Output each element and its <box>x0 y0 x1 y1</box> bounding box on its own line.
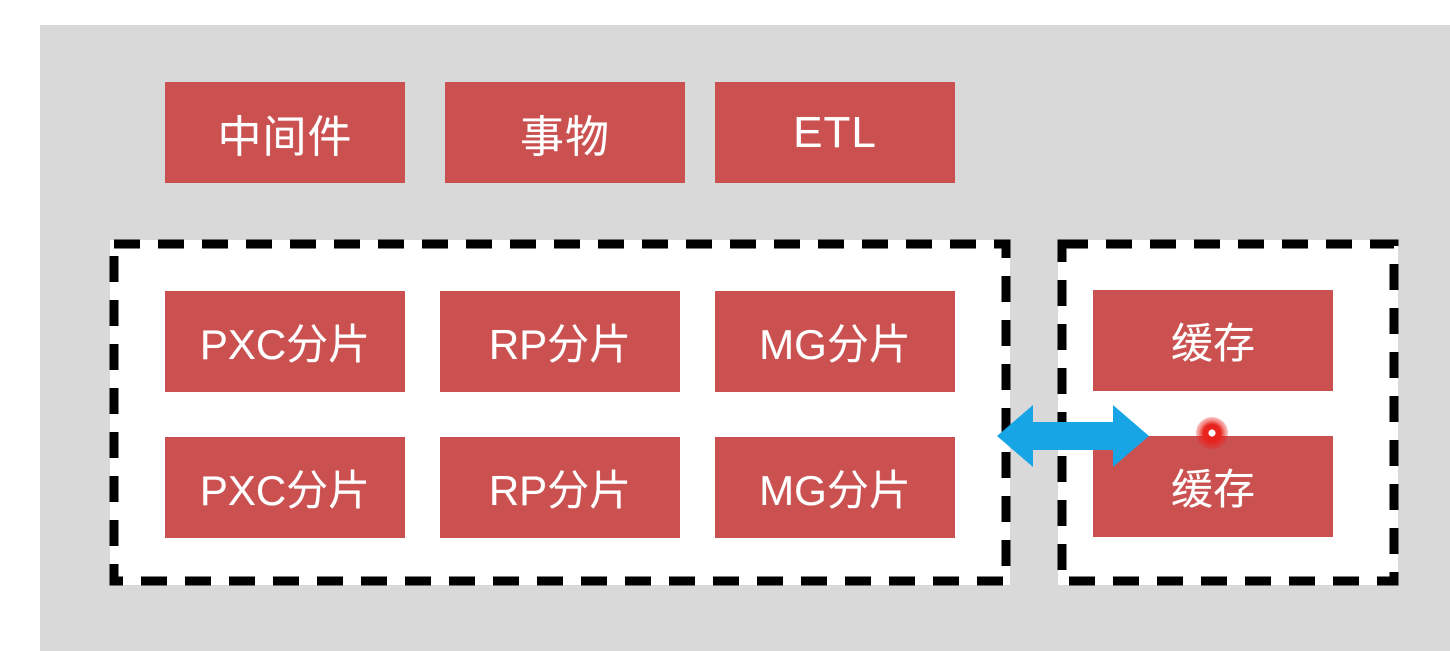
shard-label: PXC分片 <box>199 321 371 368</box>
cache-box-1[interactable]: 缓存 <box>1093 290 1333 391</box>
box-etl[interactable]: ETL <box>715 82 955 183</box>
cache-group-container[interactable]: 缓存 缓存 <box>1057 239 1399 586</box>
shard-box-mg-1[interactable]: MG分片 <box>715 291 955 392</box>
box-transaction-label: 事物 <box>520 112 610 162</box>
shard-box-mg-2[interactable]: MG分片 <box>715 437 955 538</box>
shard-label: PXC分片 <box>199 467 371 514</box>
slide-canvas: 中间件 事物 ETL PXC分片 RP分片 MG分片 PXC分片 RP分片 MG… <box>40 25 1450 651</box>
box-etl-label: ETL <box>793 107 877 157</box>
box-middleware-label: 中间件 <box>217 112 353 162</box>
shard-box-pxc-2[interactable]: PXC分片 <box>165 437 405 538</box>
box-transaction[interactable]: 事物 <box>445 82 685 183</box>
shard-label: RP分片 <box>488 321 632 368</box>
shard-box-pxc-1[interactable]: PXC分片 <box>165 291 405 392</box>
cache-label: 缓存 <box>1170 320 1255 367</box>
shard-box-rp-1[interactable]: RP分片 <box>440 291 680 392</box>
shard-group-container[interactable]: PXC分片 RP分片 MG分片 PXC分片 RP分片 MG分片 <box>109 239 1011 586</box>
click-indicator <box>1196 417 1228 449</box>
shard-label: RP分片 <box>488 467 632 514</box>
bidirectional-arrow-icon[interactable] <box>997 405 1149 467</box>
shard-label: MG分片 <box>759 467 911 514</box>
cache-label: 缓存 <box>1170 466 1255 513</box>
shard-box-rp-2[interactable]: RP分片 <box>440 437 680 538</box>
box-middleware[interactable]: 中间件 <box>165 82 405 183</box>
shard-label: MG分片 <box>759 321 911 368</box>
cache-box-2[interactable]: 缓存 <box>1093 436 1333 537</box>
